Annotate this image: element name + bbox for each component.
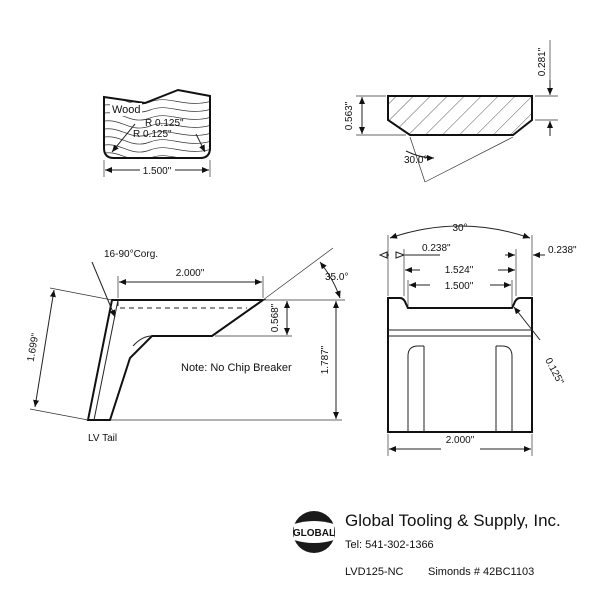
front-left-dim: 0.238" (422, 243, 451, 254)
side-top-dim: 0.281" (537, 47, 548, 76)
side-profile-view: 0.563" 0.281" 30.0° (344, 40, 558, 183)
knife-view: 16-90°Corg. 2.000" 35.0° 0.568" 1.787" 1… (26, 247, 348, 444)
front-right-dim: 0.238" (548, 245, 577, 256)
part-number: LVD125-NC (345, 566, 404, 578)
side-angle-dim: 30.0° (404, 155, 427, 166)
wood-profile-view: Wood R 0.125" R 0.125" 1.500" (103, 88, 211, 177)
front-view: 30° 0.238" 0.238" 1.524" 1.500" 0.125" 2… (378, 223, 577, 456)
knife-outline (86, 299, 267, 421)
wood-width-dim: 1.500" (143, 166, 172, 177)
front-angle-dim: 30° (452, 223, 467, 234)
global-logo: GLOBAL (293, 511, 335, 553)
front-width-dim: 2.000" (446, 435, 475, 446)
no-chip-breaker-note: Note: No Chip Breaker (181, 362, 292, 374)
simonds-number: Simonds # 42BC1103 (428, 566, 535, 578)
knife-height-dim: 1.787" (320, 345, 331, 374)
knife-angle-dim: 35.0° (325, 272, 348, 283)
knife-length-dim: 2.000" (176, 268, 205, 279)
lv-tail-label: LV Tail (88, 433, 117, 444)
knife-depth-dim: 0.568" (270, 303, 281, 332)
company-name: Global Tooling & Supply, Inc. (345, 511, 561, 530)
wood-radius-top: R 0.125" (145, 118, 184, 129)
front-radius-dim: 0.125" (542, 356, 565, 387)
knife-slant-dim: 1.699" (26, 332, 42, 362)
logo-text: GLOBAL (293, 528, 335, 539)
side-profile-outline (387, 95, 533, 136)
wood-radius-bottom: R 0.125" (133, 129, 172, 140)
company-phone: Tel: 541-302-1366 (345, 539, 434, 551)
front-outline (387, 297, 533, 433)
front-inner-dim: 1.524" (445, 265, 474, 276)
side-height-dim: 0.563" (344, 101, 355, 130)
front-bottom-dim: 1.500" (445, 281, 474, 292)
wood-label: Wood (112, 104, 141, 116)
corg-label: 16-90°Corg. (104, 249, 158, 260)
wood-outline (103, 88, 211, 159)
